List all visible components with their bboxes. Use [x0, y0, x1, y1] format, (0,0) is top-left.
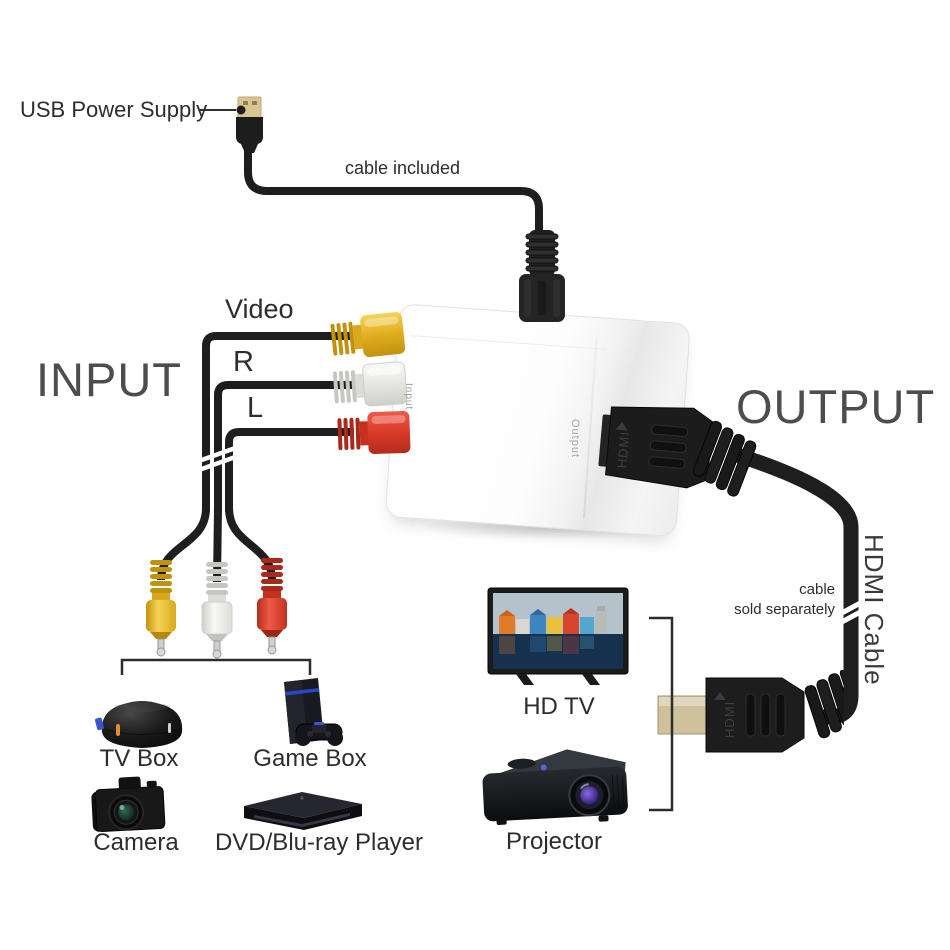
cable-sold-separately-label: cable sold separately: [688, 580, 835, 619]
game-box-label: Game Box: [253, 745, 367, 772]
hdmi-plug-display-icon: HDMI: [654, 667, 866, 767]
camera-label: Camera: [93, 829, 179, 856]
usb-power-plug-icon: [230, 96, 268, 159]
rca-yellow-down-plug-icon: [140, 558, 182, 663]
hd-tv-icon: [486, 586, 632, 697]
input-heading: INPUT: [36, 353, 182, 406]
camera-icon: [88, 772, 173, 845]
video-label: Video: [225, 294, 294, 324]
rca-right-plug-icon: [330, 359, 411, 415]
projector-icon: [472, 736, 637, 844]
output-heading: OUTPUT: [736, 380, 936, 433]
dvd-player-label: DVD/Blu-ray Player: [214, 829, 424, 856]
hdmi-cable-label: HDMI Cable: [859, 534, 889, 686]
hd-tv-label: HD TV: [523, 693, 595, 720]
rca-video-plug-icon: [328, 309, 411, 368]
left-audio-label: L: [247, 392, 264, 424]
hdmi-plug-output-icon: HDMI: [593, 392, 772, 515]
cable-sold-line2: sold separately: [734, 600, 835, 618]
tv-box-label: TV Box: [99, 745, 179, 772]
left-audio-cable: [225, 428, 354, 512]
dvd-player-icon: [238, 788, 368, 839]
right-audio-cable: [214, 381, 352, 512]
right-audio-label: R: [233, 346, 254, 378]
cable-included-label: cable included: [344, 158, 461, 178]
micro-usb-plug-icon: [514, 228, 570, 331]
usb-cable: [244, 144, 543, 240]
hdmi-emboss-text: HDMI: [614, 430, 632, 468]
tv-box-icon: [94, 694, 190, 757]
projector-label: Projector: [505, 828, 603, 855]
converter-input-port-label: Input: [403, 383, 414, 411]
usb-power-supply-label: USB Power Supply: [20, 97, 208, 122]
hdmi-emboss-text-2: HDMI: [722, 701, 737, 738]
game-box-icon: [262, 676, 354, 757]
video-cable: [202, 332, 352, 512]
converter-output-port-label: Output: [569, 419, 581, 459]
rca-red-down-plug-icon: [251, 556, 293, 661]
cable-sold-line1: cable: [799, 581, 835, 598]
rca-left-plug-icon: [335, 409, 415, 463]
rca-white-down-plug-icon: [196, 560, 238, 665]
